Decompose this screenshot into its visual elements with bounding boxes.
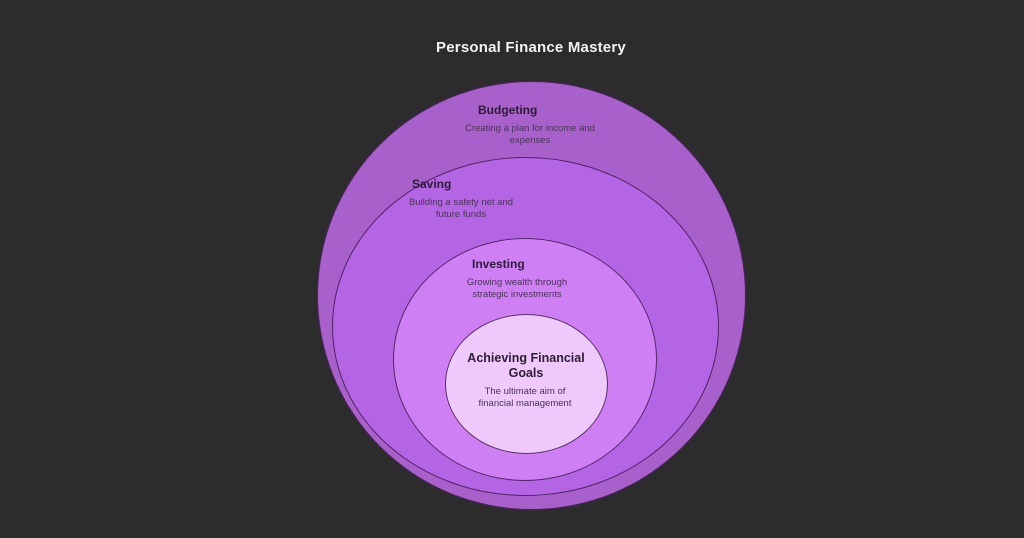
page-title: Personal Finance Mastery <box>436 39 626 56</box>
investing-label: Investing <box>472 257 525 271</box>
investing-description: Growing wealth through strategic investm… <box>466 277 568 300</box>
onion-layer-achieving-financial-goals <box>445 314 608 454</box>
achieving-financial-goals-label: Achieving Financial Goals <box>467 351 585 380</box>
saving-description: Building a safety net and future funds <box>408 197 514 220</box>
achieving-financial-goals-description: The ultimate aim of financial management <box>478 386 572 409</box>
budgeting-label: Budgeting <box>478 103 538 117</box>
budgeting-description: Creating a plan for income and expenses <box>465 123 595 146</box>
saving-label: Saving <box>412 177 452 191</box>
